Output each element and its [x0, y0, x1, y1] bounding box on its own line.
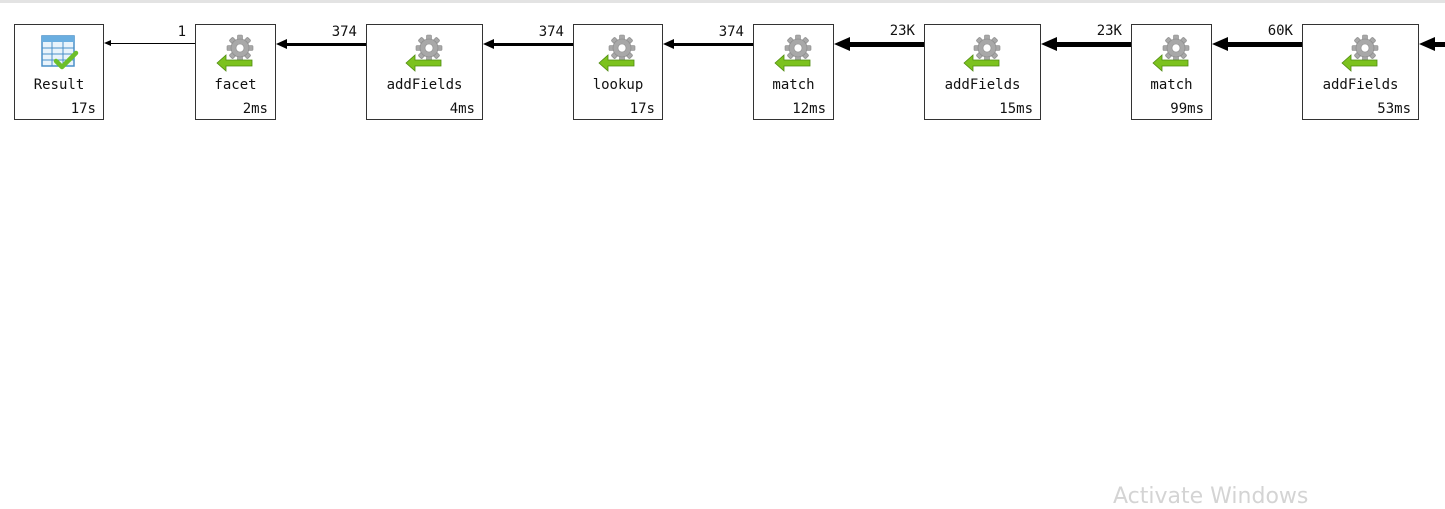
edge-arrow: [1419, 37, 1445, 51]
edge-arrow: 23K: [1041, 23, 1131, 51]
node-label: match: [1150, 77, 1193, 93]
edge-count: 374: [538, 24, 564, 40]
gear-return-icon: [215, 33, 256, 73]
node-facet[interactable]: facet 2ms: [195, 24, 276, 120]
arrowhead: [483, 39, 494, 49]
node-time: 99ms: [1170, 101, 1204, 117]
gear-return-icon: [404, 33, 445, 73]
node-addfields-3[interactable]: addFields 53ms: [1302, 24, 1419, 120]
node-addfields-1[interactable]: addFields 4ms: [366, 24, 483, 120]
edge-count: 60K: [1267, 23, 1293, 39]
arrowhead: [1041, 37, 1057, 51]
edge-line: [286, 43, 366, 46]
gear-return-icon: [1340, 33, 1381, 73]
node-time: 53ms: [1377, 101, 1411, 117]
edge-count: 23K: [1096, 23, 1122, 39]
node-label: lookup: [592, 77, 644, 93]
gear-return-icon: [962, 33, 1003, 73]
edge-line: [848, 42, 924, 47]
node-label: facet: [214, 77, 257, 93]
node-time: 15ms: [999, 101, 1033, 117]
edge-line: [673, 43, 753, 46]
edge-arrow: 23K: [834, 23, 924, 51]
edge-arrow: 374: [483, 24, 573, 49]
edge-count: 1: [177, 24, 186, 40]
node-label: Result: [33, 77, 85, 93]
arrowhead: [663, 39, 674, 49]
node-result[interactable]: Result 17s: [14, 24, 104, 120]
window-top-border: [0, 0, 1445, 3]
edge-count: 374: [718, 24, 744, 40]
edge-arrow: 60K: [1212, 23, 1302, 51]
node-match-1[interactable]: match 12ms: [753, 24, 834, 120]
edge-arrow: 1: [104, 24, 195, 46]
arrowhead: [1419, 37, 1435, 51]
node-time: 4ms: [449, 101, 475, 117]
node-match-2[interactable]: match 99ms: [1131, 24, 1212, 120]
edge-count: 374: [331, 24, 357, 40]
edge-line: [1226, 42, 1302, 47]
windows-activation-watermark: Activate Windows: [1113, 484, 1309, 509]
edge-arrow: 374: [276, 24, 366, 49]
edge-line: [1055, 42, 1131, 47]
table-check-icon: [39, 33, 79, 73]
arrowhead: [104, 40, 111, 46]
node-label: addFields: [1322, 77, 1399, 93]
node-label: addFields: [386, 77, 463, 93]
arrowhead: [276, 39, 287, 49]
node-time: 12ms: [792, 101, 826, 117]
edge-line: [1433, 42, 1445, 47]
node-time: 2ms: [242, 101, 268, 117]
node-time: 17s: [70, 101, 96, 117]
node-addfields-2[interactable]: addFields 15ms: [924, 24, 1041, 120]
edge-arrow: 374: [663, 24, 753, 49]
gear-return-icon: [1151, 33, 1192, 73]
arrowhead: [1212, 37, 1228, 51]
edge-line: [493, 43, 573, 46]
pipeline-diagram: Result 17s: [0, 0, 1445, 140]
edge-line: [110, 43, 195, 44]
edge-count: 23K: [889, 23, 915, 39]
gear-return-icon: [598, 33, 638, 73]
node-label: match: [772, 77, 815, 93]
gear-return-icon: [773, 33, 814, 73]
node-label: addFields: [944, 77, 1021, 93]
arrowhead: [834, 37, 850, 51]
node-lookup[interactable]: lookup 17s: [573, 24, 663, 120]
node-time: 17s: [629, 101, 655, 117]
